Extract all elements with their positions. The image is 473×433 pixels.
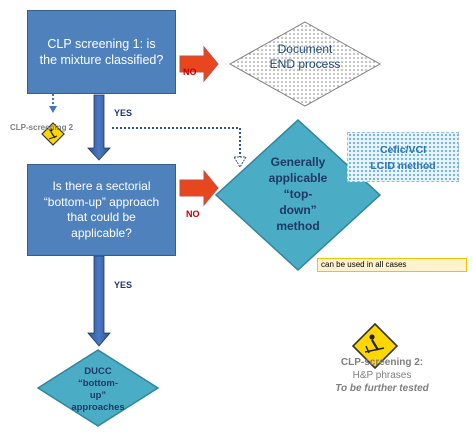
warning-sign-large-icon — [351, 322, 399, 370]
yes-label-bottom: YES — [114, 280, 133, 290]
generally-line: Generally — [270, 155, 326, 169]
end-process-line: END process — [269, 57, 341, 71]
up-line: up” — [89, 390, 107, 401]
no-label-top: NO — [183, 67, 197, 77]
ducc-line: DUCC — [84, 366, 112, 377]
down-line: down” — [279, 203, 317, 217]
clp-screening-1-text: CLP screening 1: is the mixture classifi… — [39, 37, 164, 67]
blue-arrow-down-2 — [87, 255, 111, 347]
top-line: “top- — [283, 187, 313, 201]
blue-arrow-down-1 — [87, 94, 111, 161]
ducc-text: DUCC “bottom- up” approaches — [58, 366, 138, 414]
all-cases-note: can be used in all cases — [317, 258, 467, 272]
red-arrow-top — [179, 45, 219, 83]
yes-label-top: YES — [114, 108, 133, 118]
clp-screening-2-label: CLP-screening 2 — [10, 123, 74, 132]
clp-screening-1-box: CLP screening 1: is the mixture classifi… — [27, 10, 176, 94]
clp2-caption-line3: To be further tested — [335, 383, 429, 394]
document-line: Document — [277, 42, 333, 56]
document-diamond — [228, 21, 382, 107]
bottom-up-question-text: Is there a sectorial “bottom-up” approac… — [43, 179, 160, 240]
bottom-line: “bottom- — [77, 378, 119, 389]
clp2-caption-title: CLP-screening 2: — [340, 357, 424, 368]
method-line: method — [276, 219, 320, 233]
dotted-connector — [112, 127, 241, 158]
red-arrow-middle — [179, 169, 219, 207]
lcid-line: LCID method — [370, 160, 436, 172]
warning-sign-small-icon — [41, 122, 65, 146]
bottom-up-question-box: Is there a sectorial “bottom-up” approac… — [27, 164, 176, 256]
cefic-vci-box: Cefic/VCI LCID method — [347, 132, 459, 182]
small-dashed-arrowhead — [49, 106, 57, 113]
clp2-caption-line2: H&P phrases — [352, 370, 412, 381]
no-label-middle: NO — [186, 209, 200, 219]
clp-screening-2-caption: CLP-screening 2: H&P phrases To be furth… — [322, 356, 442, 395]
document-end-text: Document END process — [255, 42, 355, 72]
generally-applicable-text: Generally applicable “top- down” method — [248, 154, 348, 234]
applicable-line: applicable — [268, 171, 328, 185]
dotted-connector-head — [233, 156, 247, 168]
cefic-line: Cefic/VCI — [379, 144, 427, 156]
ducc-diamond — [36, 349, 160, 427]
approaches-line: approaches — [71, 402, 125, 413]
